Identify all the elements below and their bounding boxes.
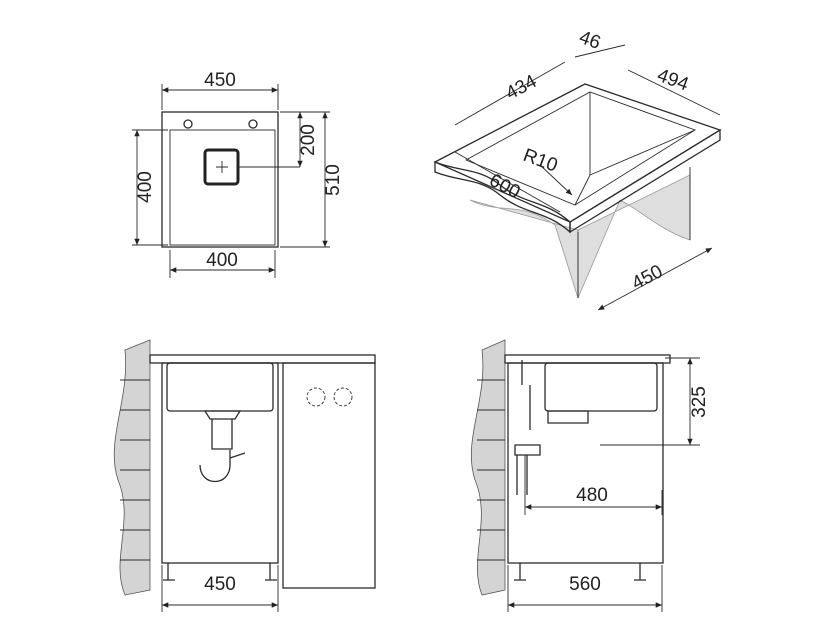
dim-drain-offset: 200 — [298, 124, 319, 156]
dim-width: 450 — [204, 70, 236, 91]
bowl-outline — [169, 129, 276, 246]
tap-hole-icon — [183, 119, 193, 129]
drain-centerline — [216, 161, 300, 173]
dim-depth: 510 — [323, 164, 344, 196]
wall — [471, 339, 506, 596]
dim-overall-width: 494 — [654, 65, 691, 96]
dim-cabinet-depth: 560 — [569, 574, 601, 595]
dim-cabinet: 450 — [628, 261, 666, 294]
dim-drain-distance: 480 — [576, 485, 608, 506]
sink-outline — [161, 111, 279, 248]
dim-inner-depth: 400 — [135, 171, 156, 203]
top-view: 450 400 200 510 400 — [132, 70, 344, 278]
dim-rim: 46 — [576, 27, 603, 54]
dim-inner-width: 400 — [206, 250, 238, 271]
wall — [113, 339, 151, 596]
tap-hole-icon — [248, 119, 258, 129]
front-view: 450 — [113, 339, 376, 612]
dim-bowl-depth: 325 — [689, 386, 710, 418]
dim-radius: R10 — [520, 145, 560, 177]
iso-view: 434 46 494 R10 600 450 — [433, 27, 722, 311]
dim-cabinet-width: 450 — [204, 574, 236, 595]
side-view: 325 480 560 — [471, 339, 710, 612]
dim-bowl-width: 434 — [502, 71, 540, 105]
